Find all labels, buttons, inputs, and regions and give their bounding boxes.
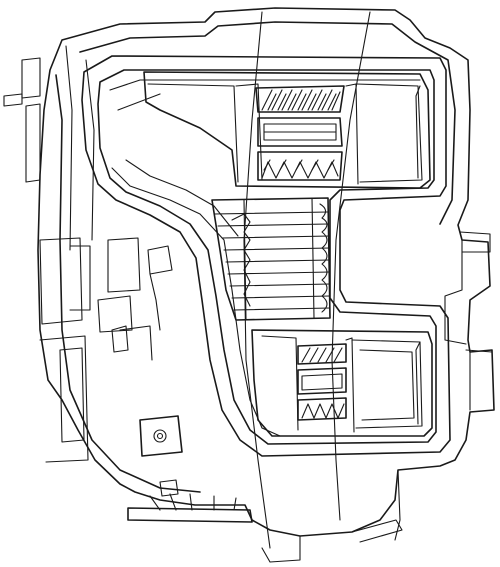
bottom-base	[127, 479, 403, 563]
mounting-bracket	[119, 245, 183, 457]
outer-housing	[37, 7, 495, 537]
lower-projector-chamber	[251, 329, 433, 437]
center-fin-stack	[211, 197, 331, 321]
upper-projector-chamber	[143, 71, 431, 189]
mounting-tabs	[3, 57, 493, 541]
reflector-frame	[81, 55, 451, 457]
lower-lens-array	[297, 343, 347, 421]
upper-lens-array	[255, 85, 345, 181]
section-curves	[243, 11, 371, 549]
